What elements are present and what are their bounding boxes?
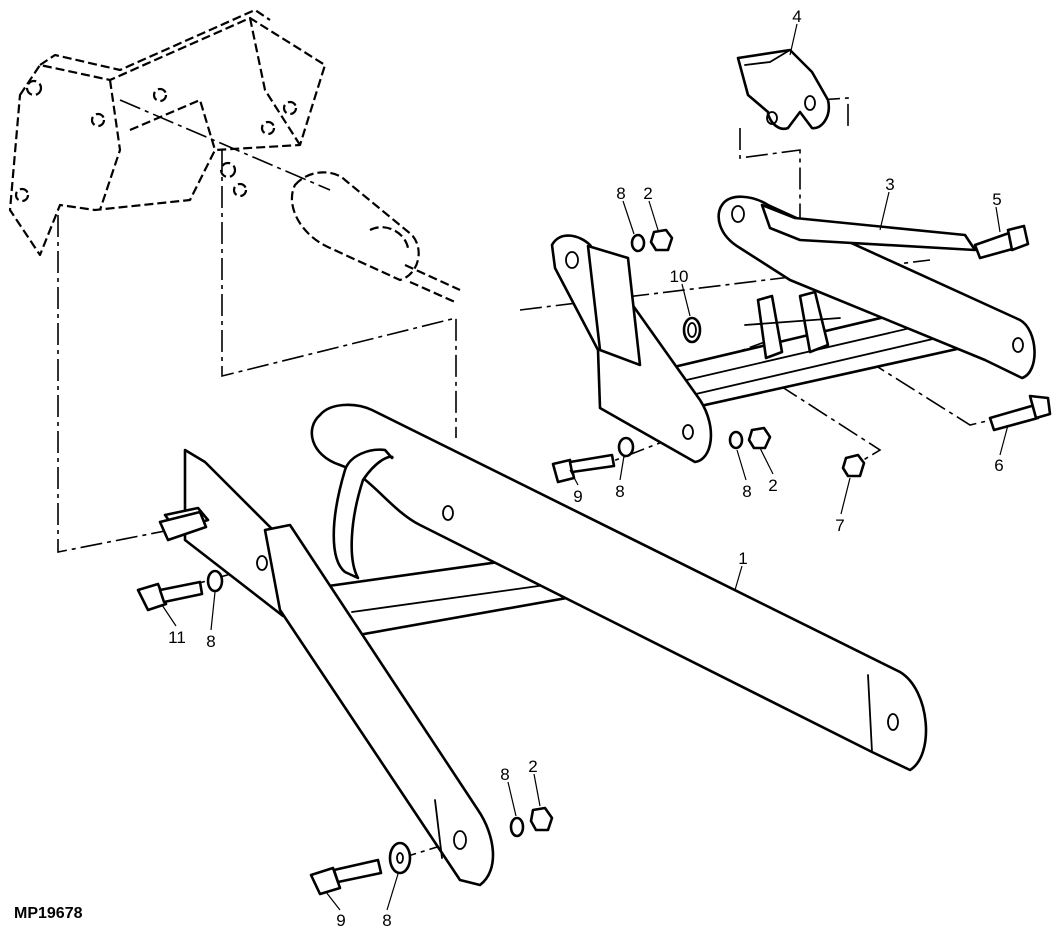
figure-id: MP19678 [14, 905, 83, 922]
callout-7: 7 [835, 516, 844, 535]
rockshaft-bar [550, 234, 977, 464]
callout-2: 2 [643, 184, 652, 203]
callout-8: 8 [616, 184, 625, 203]
callout-11: 11 [168, 628, 186, 647]
callout-8: 8 [742, 482, 751, 501]
lift-arm-part-3 [717, 195, 1036, 380]
callout-8: 8 [382, 911, 391, 928]
callout-5: 5 [992, 190, 1001, 209]
callout-3: 3 [885, 175, 894, 194]
callout-8: 8 [615, 482, 624, 501]
clevis-part-4 [736, 48, 831, 131]
callout-2: 2 [528, 757, 537, 776]
callout-8: 8 [206, 632, 215, 651]
callout-4: 4 [792, 7, 801, 26]
callout-2: 2 [768, 476, 777, 495]
callout-9: 9 [573, 487, 582, 506]
callout-leaders [161, 23, 1009, 911]
tractor-frame-ghost [8, 8, 461, 304]
callout-10: 10 [670, 267, 689, 286]
callout-9: 9 [336, 911, 345, 928]
hardware [136, 224, 1052, 896]
callout-8: 8 [500, 765, 509, 784]
callout-6: 6 [994, 456, 1003, 475]
callout-labels: 4 3 5 8 2 10 6 7 9 8 8 2 1 11 8 8 2 9 8 [168, 7, 1004, 928]
bolt-6 [988, 403, 1040, 432]
callout-1: 1 [738, 549, 747, 568]
hitch-frame-part-1 [158, 403, 928, 887]
